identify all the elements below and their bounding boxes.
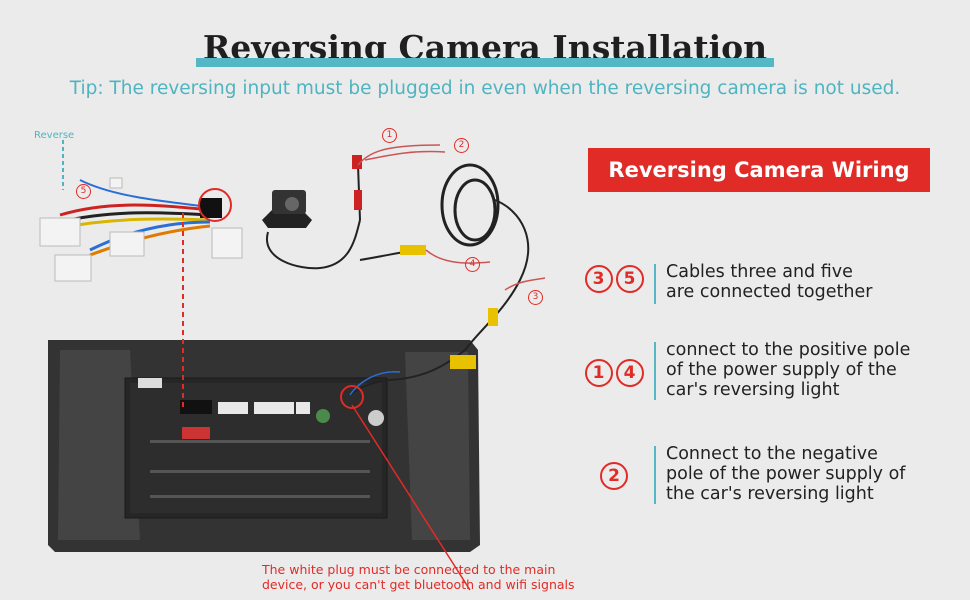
camera [262, 144, 546, 396]
number-badge: 2 [600, 462, 628, 490]
title-underline [196, 58, 774, 67]
divider [654, 264, 656, 304]
number-badge: 3 [584, 265, 613, 293]
wire-label-3: 3 [528, 290, 543, 305]
instruction-row: 3 5 Cables three and five are connected … [580, 262, 965, 306]
number-badge: 5 [615, 265, 644, 293]
plug-note: The white plug must be connected to the … [262, 562, 575, 592]
instruction-row: 2 Connect to the negative pole of the po… [580, 444, 965, 508]
plug-highlight [340, 385, 364, 409]
wire-label-4: 4 [465, 257, 480, 272]
tip-text: Tip: The reversing input must be plugged… [69, 78, 901, 99]
plug-highlight [198, 188, 232, 222]
guide-line [351, 404, 471, 591]
reverse-label: Reverse [34, 130, 75, 141]
number-badge: 4 [615, 359, 644, 387]
head-unit [48, 340, 480, 552]
instruction-row: 1 4 connect to the positive pole of the … [580, 340, 965, 404]
divider [654, 446, 656, 504]
panel-title: Reversing Camera Wiring [588, 148, 930, 192]
wire-label-5: 5 [76, 184, 91, 199]
number-badge: 1 [584, 359, 613, 387]
wiring-harness [39, 177, 243, 282]
wire-label-1: 1 [382, 128, 397, 143]
divider [654, 342, 656, 400]
wire-label-2: 2 [454, 138, 469, 153]
